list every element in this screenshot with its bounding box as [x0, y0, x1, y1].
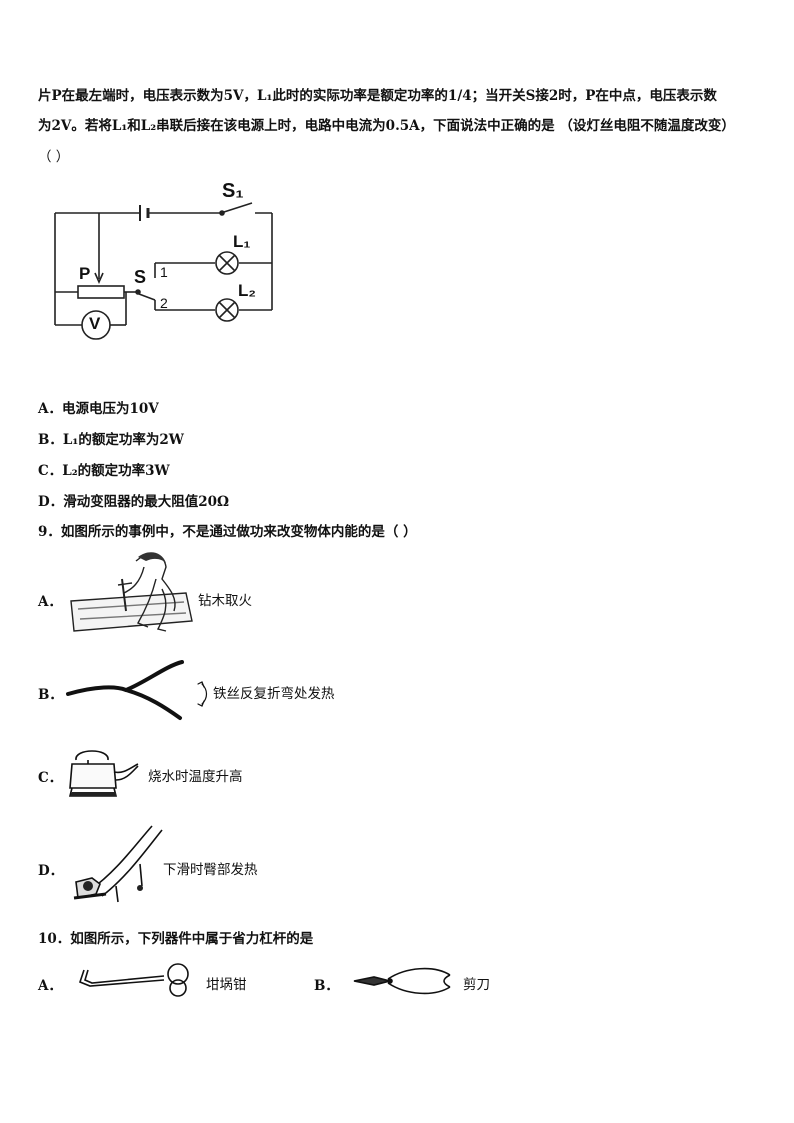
bent-wire-picture [66, 660, 208, 720]
q8-option-c: C．L₂的额定功率3W [38, 463, 170, 479]
lamp-l1-label: L₁ [233, 232, 251, 251]
rheostat-p-label: P [79, 264, 91, 283]
q8-option-a: A．电源电压为10V [38, 401, 159, 417]
q8-answer-blank: （ ） [38, 149, 70, 165]
switch-s-label: S [134, 267, 147, 287]
q10-b-caption: 剪刀 [463, 977, 490, 993]
q10-stem: 10．如图所示，下列器件中属于省力杠杆的是 [38, 931, 314, 947]
q8-option-b: B．L₁的额定功率为2W [38, 432, 184, 448]
q10-a-letter: A． [38, 978, 62, 994]
switch-s1-label: S₁ [222, 180, 244, 202]
switch-position-1: 1 [160, 264, 168, 280]
slide-picture [73, 825, 163, 903]
q9-d-letter: D． [38, 863, 64, 879]
q10-b-letter: B． [314, 978, 339, 994]
q9-c-letter: C． [38, 770, 63, 786]
q9-b-letter: B． [38, 687, 63, 703]
q9-a-caption: 钻木取火 [198, 593, 252, 609]
crucible-tongs-picture [79, 963, 189, 997]
switch-position-2: 2 [160, 295, 168, 311]
lamp-l2-label: L₂ [238, 281, 256, 300]
q8-option-d: D．滑动变阻器的最大阻值20Ω [38, 494, 230, 510]
voltmeter-symbol: V [89, 314, 101, 333]
q10-a-caption: 坩埚钳 [206, 977, 247, 993]
q9-a-letter: A． [38, 594, 62, 610]
kettle-picture [68, 750, 139, 797]
q9-b-caption: 铁丝反复折弯处发热 [213, 686, 335, 702]
q9-c-caption: 烧水时温度升高 [148, 769, 243, 785]
q8-text-line-1: 片P在最左端时，电压表示数为5V，L₁此时的实际功率是额定功率的1/4；当开关S… [38, 88, 717, 104]
scissors-picture [353, 967, 451, 995]
circuit-diagram [54, 202, 273, 340]
q9-stem: 9．如图所示的事例中，不是通过做功来改变物体内能的是（ ） [38, 524, 417, 540]
q8-text-line-2: 为2V。若将L₁和L₂串联后接在该电源上时，电路中电流为0.5A，下面说法中正确… [38, 118, 735, 134]
drilling-wood-picture [70, 552, 193, 632]
q9-d-caption: 下滑时臀部发热 [163, 862, 258, 878]
